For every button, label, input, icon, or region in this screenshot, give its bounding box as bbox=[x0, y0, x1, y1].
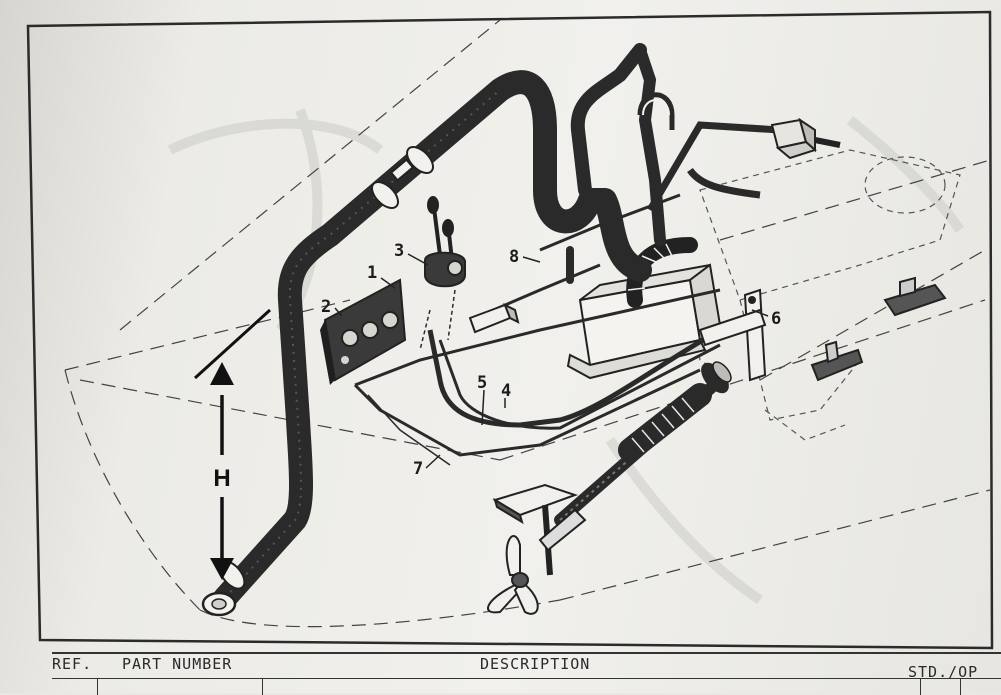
control-panel bbox=[320, 278, 407, 385]
table-rule bbox=[52, 678, 1001, 679]
callout-5: 5 bbox=[477, 373, 487, 393]
rudder bbox=[492, 483, 579, 576]
dimension-h: H bbox=[193, 308, 272, 580]
siphon-loop bbox=[637, 92, 675, 130]
main-exhaust-hose bbox=[213, 70, 652, 610]
dimension-arrowhead-down bbox=[210, 558, 234, 580]
vent-loop bbox=[634, 44, 666, 246]
callout-6: 6 bbox=[771, 309, 781, 329]
strut bbox=[538, 508, 587, 552]
engine-block bbox=[689, 149, 961, 441]
table-col-divider bbox=[262, 678, 263, 695]
dimension-label: H bbox=[213, 465, 230, 492]
callout-4: 4 bbox=[501, 381, 511, 401]
ref-column-header: REF. bbox=[52, 655, 93, 673]
callout-numbers: 1 2 3 4 5 6 7 8 bbox=[321, 241, 781, 479]
callout-2: 2 bbox=[321, 297, 331, 317]
parts-table-header: REF. PART NUMBER DESCRIPTION STD./OP bbox=[52, 652, 1001, 695]
engine-mounts bbox=[810, 276, 947, 382]
callout-leaders bbox=[334, 253, 769, 469]
table-col-divider bbox=[960, 678, 961, 695]
upper-right-connector bbox=[770, 117, 841, 160]
upper-right-hose bbox=[646, 121, 781, 212]
callout-1: 1 bbox=[367, 263, 377, 283]
std-opt-column-header: STD./OP bbox=[908, 663, 979, 681]
table-col-divider bbox=[97, 678, 98, 695]
hose-clamps bbox=[218, 146, 434, 590]
vent-hose bbox=[570, 43, 647, 197]
drive-shaft bbox=[554, 361, 732, 526]
callout-7: 7 bbox=[413, 459, 423, 479]
cable-connector bbox=[468, 302, 520, 334]
dimension-arrowhead-up bbox=[210, 362, 234, 385]
callout-8: 8 bbox=[509, 247, 519, 267]
hull-outline bbox=[64, 19, 991, 628]
upper-right-hose-b bbox=[687, 167, 761, 199]
description-column-header: DESCRIPTION bbox=[480, 655, 591, 673]
throttle-control bbox=[424, 196, 466, 288]
callout-3: 3 bbox=[394, 241, 404, 261]
table-col-divider bbox=[920, 678, 921, 695]
propeller bbox=[487, 535, 539, 615]
transom-fitting bbox=[201, 591, 237, 617]
diagram-frame bbox=[26, 10, 994, 650]
dimension-reference-line bbox=[193, 308, 272, 380]
part-number-column-header: PART NUMBER bbox=[122, 655, 233, 673]
muffler bbox=[566, 263, 722, 380]
